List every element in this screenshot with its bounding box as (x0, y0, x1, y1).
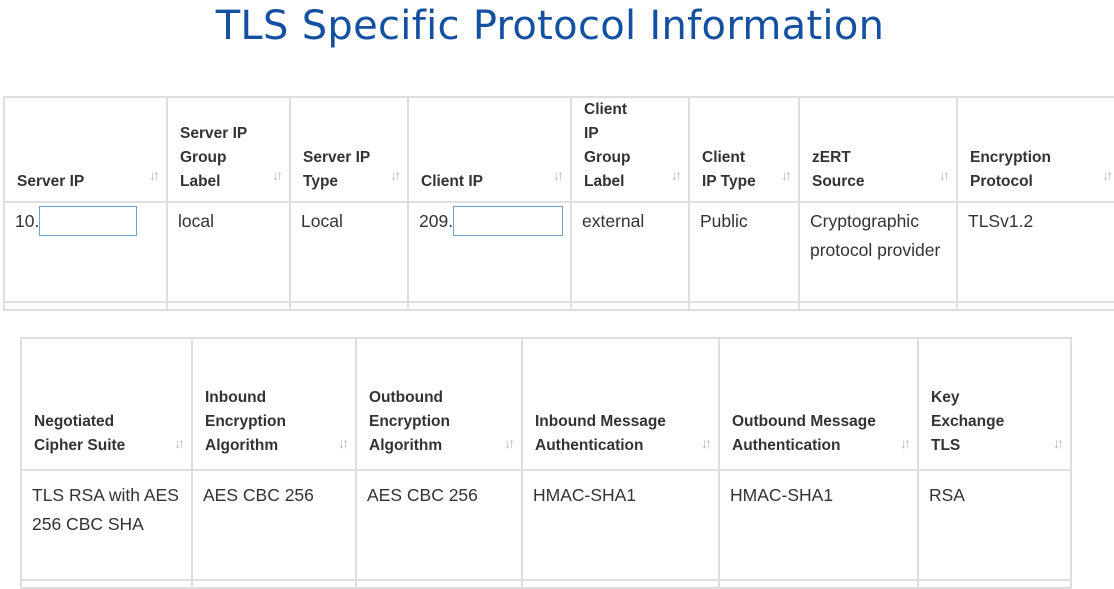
cell-client-ip-type: Public (688, 201, 800, 303)
column-header-client-ip-group-label[interactable]: Client IP Group Label ↓↑ (570, 96, 690, 203)
empty-cell (407, 301, 572, 311)
empty-cell (688, 301, 800, 311)
cell-inbound-encryption-algorithm: AES CBC 256 (191, 469, 357, 581)
column-header-encryption-protocol[interactable]: Encryption Protocol ↓↑ (956, 96, 1114, 203)
client-ip-redaction-box (453, 206, 564, 236)
sort-icon[interactable]: ↓↑ (553, 167, 564, 183)
tls-connection-table: Server IP ↓↑ Server IP Group Label ↓↑ Serv… (3, 96, 1114, 311)
empty-cell (956, 301, 1114, 311)
column-header-inbound-message-authentication[interactable]: Inbound Message Authentication ↓↑ (521, 337, 720, 471)
sort-icon[interactable]: ↓↑ (781, 167, 792, 183)
column-header-server-ip[interactable]: Server IP ↓↑ (3, 96, 168, 203)
cell-key-exchange-tls: RSA (917, 469, 1072, 581)
cell-server-ip: 10. (3, 201, 168, 303)
sort-icon[interactable]: ↓↑ (900, 435, 911, 451)
cell-client-ip-group-label: external (570, 201, 690, 303)
table-row-partial (3, 301, 1114, 311)
column-header-server-ip-type[interactable]: Server IP Type ↓↑ (289, 96, 409, 203)
sort-icon[interactable]: ↓↑ (939, 167, 950, 183)
column-label: Server IP Type (303, 149, 370, 190)
column-header-client-ip[interactable]: Client IP ↓↑ (407, 96, 572, 203)
sort-icon[interactable]: ↓↑ (1102, 167, 1113, 183)
empty-cell (798, 301, 958, 311)
cell-client-ip: 209. (407, 201, 572, 303)
column-label: Server IP Group Label (180, 125, 247, 190)
column-label: Encryption Protocol (970, 149, 1051, 190)
sort-icon[interactable]: ↓↑ (1053, 435, 1064, 451)
sort-icon[interactable]: ↓↑ (272, 167, 283, 183)
cell-server-ip-group-label: local (166, 201, 291, 303)
column-label: Negotiated Cipher Suite (34, 413, 126, 454)
column-header-negotiated-cipher-suite[interactable]: Negotiated Cipher Suite ↓↑ (20, 337, 193, 471)
column-label: zERT Source (812, 149, 865, 190)
cell-outbound-encryption-algorithm: AES CBC 256 (355, 469, 523, 581)
empty-cell (289, 301, 409, 311)
page-title: TLS Specific Protocol Information (215, 3, 885, 49)
sort-icon[interactable]: ↓↑ (390, 167, 401, 183)
client-ip-prefix: 209. (419, 211, 454, 231)
column-label: Inbound Encryption Algorithm (205, 389, 286, 454)
column-header-server-ip-group-label[interactable]: Server IP Group Label ↓↑ (166, 96, 291, 203)
cipher-details-table: Negotiated Cipher Suite ↓↑ Inbound Encryp… (20, 337, 1072, 589)
cell-server-ip-type: Local (289, 201, 409, 303)
cell-encryption-protocol: TLSv1.2 (956, 201, 1114, 303)
empty-cell (570, 301, 690, 311)
column-label: Client IP Group Label (584, 101, 631, 190)
column-header-outbound-encryption-algorithm[interactable]: Outbound Encryption Algorithm ↓↑ (355, 337, 523, 471)
column-label: Client IP (421, 173, 484, 190)
column-label: Outbound Encryption Algorithm (369, 389, 450, 454)
column-label: Inbound Message Authentication (535, 413, 666, 454)
server-ip-redaction-box (39, 206, 138, 236)
sort-icon[interactable]: ↓↑ (149, 167, 160, 183)
table-row: 10. local Local 209. external Public Cry… (3, 201, 1114, 303)
column-header-inbound-encryption-algorithm[interactable]: Inbound Encryption Algorithm ↓↑ (191, 337, 357, 471)
table-row: TLS RSA with AES 256 CBC SHA AES CBC 256… (20, 469, 1072, 581)
sort-icon[interactable]: ↓↑ (504, 435, 515, 451)
column-header-client-ip-type[interactable]: Client IP Type ↓↑ (688, 96, 800, 203)
table-header-row: Server IP ↓↑ Server IP Group Label ↓↑ Serv… (3, 96, 1114, 203)
column-header-key-exchange-tls[interactable]: Key Exchange TLS ↓↑ (917, 337, 1072, 471)
column-label: Key Exchange TLS (931, 389, 1005, 454)
column-label: Server IP (17, 173, 85, 190)
column-header-outbound-message-authentication[interactable]: Outbound Message Authentication ↓↑ (718, 337, 919, 471)
column-header-zert-source[interactable]: zERT Source ↓↑ (798, 96, 958, 203)
sort-icon[interactable]: ↓↑ (671, 167, 682, 183)
cell-inbound-message-authentication: HMAC-SHA1 (521, 469, 720, 581)
empty-cell (3, 301, 168, 311)
cell-negotiated-cipher-suite: TLS RSA with AES 256 CBC SHA (20, 469, 193, 581)
sort-icon[interactable]: ↓↑ (174, 435, 185, 451)
cell-zert-source: Cryptographic protocol provider (798, 201, 958, 303)
column-label: Outbound Message Authentication (732, 413, 876, 454)
server-ip-prefix: 10. (15, 211, 40, 231)
cell-outbound-message-authentication: HMAC-SHA1 (718, 469, 919, 581)
sort-icon[interactable]: ↓↑ (338, 435, 349, 451)
empty-cell (166, 301, 291, 311)
table-header-row: Negotiated Cipher Suite ↓↑ Inbound Encryp… (20, 337, 1072, 471)
sort-icon[interactable]: ↓↑ (701, 435, 712, 451)
column-label: Client IP Type (702, 149, 756, 190)
